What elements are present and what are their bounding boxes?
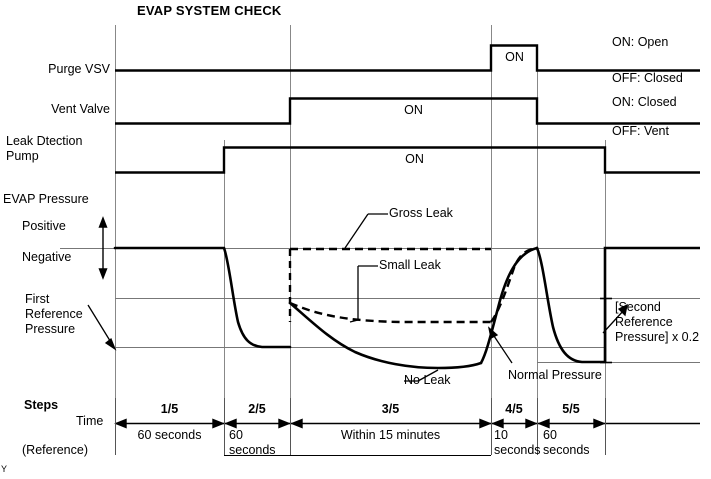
- step-2-name: 2/5: [248, 402, 266, 416]
- step-1-name: 1/5: [160, 402, 179, 416]
- legend-vent-on: ON: Closed: [612, 95, 677, 109]
- step-4-name: 4/5: [505, 402, 523, 416]
- legend-purge-off: OFF: Closed: [612, 71, 683, 85]
- row-label-positive: Positive: [22, 219, 66, 233]
- axis-step-separators: [115, 398, 606, 455]
- on-marker-leak-pump: ON: [405, 152, 424, 166]
- row-label-leak-detection-pump: Leak Dtection Pump: [6, 134, 83, 163]
- step-3-name: 3/5: [381, 402, 400, 416]
- annotation-second-reference-pressure: [Second Reference Pressure] x 0.2: [615, 300, 700, 344]
- title: EVAP SYSTEM CHECK: [137, 3, 282, 18]
- purge-vsv-trace: [115, 44, 700, 72]
- row-label-evap-pressure: EVAP Pressure: [3, 192, 89, 206]
- step-3-duration: Within 15 minutes: [340, 428, 441, 442]
- positive-negative-arrow: [98, 216, 108, 280]
- step-4-duration: 10 seconds: [494, 428, 541, 457]
- corner-mark: Y: [1, 464, 8, 474]
- vent-valve-trace: [115, 97, 700, 125]
- leak-detection-pump-trace: [115, 146, 700, 174]
- on-marker-purge-vsv: ON: [505, 50, 524, 64]
- annotation-no-leak: No Leak: [404, 373, 451, 387]
- gross-leak-curve: [288, 247, 491, 322]
- second-reference-bracket: [600, 297, 612, 364]
- vertical-gridlines: [115, 25, 606, 455]
- row-label-vent-valve: Vent Valve: [51, 102, 110, 116]
- annotation-normal-pressure: Normal Pressure: [508, 368, 602, 382]
- step-2-duration: 60 seconds: [229, 428, 276, 457]
- step-1-duration: 60 seconds: [137, 428, 202, 442]
- row-label-first-reference-pressure: First Reference Pressure: [25, 292, 83, 336]
- axis-reference-label: (Reference): [22, 443, 88, 457]
- axis-steps-label: Steps: [24, 398, 59, 412]
- row-label-purge-vsv: Purge VSV: [48, 62, 110, 76]
- row-label-negative: Negative: [22, 250, 72, 264]
- no-leak-curve: [113, 246, 607, 370]
- on-marker-vent-valve: ON: [404, 103, 423, 117]
- axis-time-label: Time: [76, 414, 104, 428]
- time-axis: [114, 418, 700, 429]
- legend-purge-on: ON: Open: [612, 35, 669, 49]
- annotation-gross-leak: Gross Leak: [389, 206, 453, 220]
- legend-vent-off: OFF: Vent: [612, 124, 669, 138]
- step-5-duration: 60 seconds: [543, 428, 590, 457]
- step-5-name: 5/5: [562, 402, 580, 416]
- annotation-leaders: [87, 213, 628, 382]
- annotation-small-leak: Small Leak: [379, 258, 441, 272]
